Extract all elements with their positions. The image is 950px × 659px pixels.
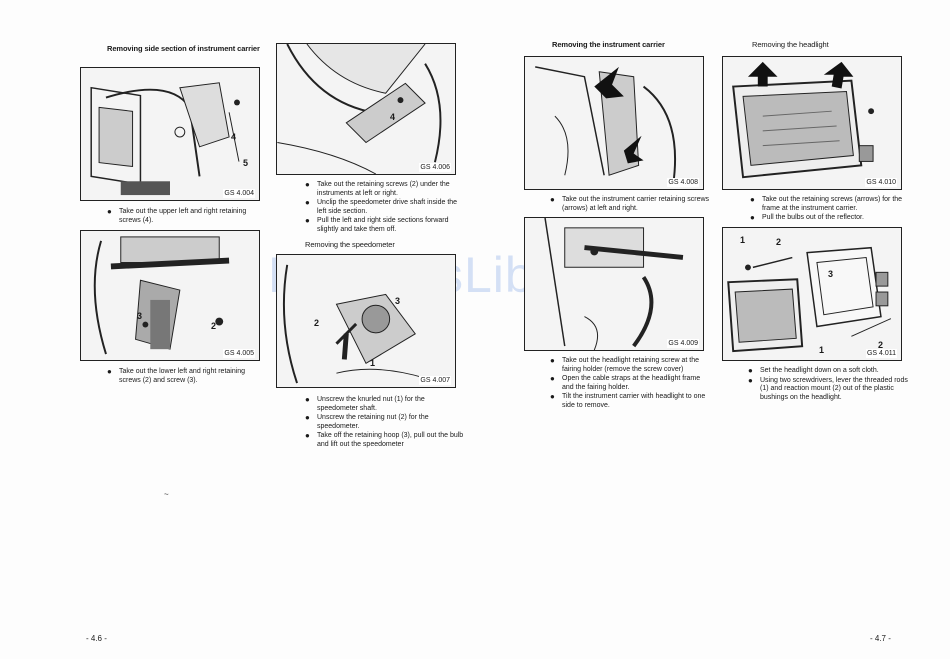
figure-label: GS 4.011 <box>865 349 897 358</box>
callout-2: 2 <box>878 340 884 350</box>
page-number-right: - 4.7 - <box>870 634 891 643</box>
steps-figure-1: ●Take out the upper left and right retai… <box>107 207 265 226</box>
page-number-left: - 4.6 - <box>86 634 107 643</box>
pointer-arrow-icon <box>623 135 644 164</box>
figure-gs-4008: GS 4.008 <box>524 56 704 190</box>
pointer-arrow-icon <box>747 61 778 87</box>
bullet-dot-icon: ● <box>550 195 555 204</box>
figure-gs-4006: 4 GS 4.006 <box>276 43 456 175</box>
figure-gs-4005: 3 2 GS 4.005 <box>80 230 260 361</box>
figure-gs-4005-drawing <box>93 236 230 355</box>
callout-1: 1 <box>819 345 825 355</box>
bullet-dot-icon: ● <box>107 367 112 376</box>
bullet-dot-icon: ● <box>748 375 753 385</box>
steps-figure-3: ●Take out the retaining screws (2) under… <box>305 180 463 235</box>
callout-2: 2 <box>314 318 320 328</box>
figure-label: GS 4.005 <box>223 349 255 358</box>
figure-gs-4008-drawing <box>535 66 677 186</box>
callout-4: 4 <box>231 132 237 142</box>
figure-gs-4010: GS 4.010 <box>722 56 902 190</box>
figure-label: GS 4.009 <box>667 339 699 348</box>
callout-4: 4 <box>390 112 396 122</box>
step-item: ●Unscrew the retaining nut (2) for the s… <box>305 413 429 430</box>
section-heading-instrument-carrier: Removing the instrument carrier <box>552 40 665 49</box>
steps-figure-8: ●Set the headlight down on a soft cloth.… <box>748 366 908 403</box>
section-heading-speedometer: Removing the speedometer <box>305 240 395 249</box>
figure-gs-4004: 4 5 GS 4.004 <box>80 67 260 201</box>
callout-3: 3 <box>137 311 143 321</box>
callout-2: 2 <box>211 321 217 331</box>
step-item: ●Using two screwdrivers, lever the threa… <box>748 375 908 401</box>
callout-3: 3 <box>828 269 834 279</box>
step-item: ●Take out the lower left and right retai… <box>107 367 246 384</box>
step-item: ●Pull the left and right side sections f… <box>305 216 449 233</box>
figure-gs-4011-drawing <box>727 246 892 353</box>
figure-gs-4009: GS 4.009 <box>524 217 704 351</box>
scan-mark: ~ <box>164 490 169 499</box>
step-item: ●Unscrew the knurled nut (1) for the spe… <box>305 395 425 412</box>
step-item: ●Pull the bulbs out of the reflector. <box>750 213 864 222</box>
step-item: ●Take out the upper left and right retai… <box>107 207 247 224</box>
bullet-dot-icon: ● <box>305 198 310 207</box>
bullet-dot-icon: ● <box>550 392 555 401</box>
bullet-dot-icon: ● <box>750 195 755 204</box>
bullet-dot-icon: ● <box>550 374 555 383</box>
bullet-dot-icon: ● <box>305 395 310 404</box>
figure-label: GS 4.007 <box>419 376 451 385</box>
figure-gs-4007-drawing <box>282 264 426 384</box>
callout-2: 2 <box>776 237 782 247</box>
figure-gs-4006-drawing <box>277 44 442 174</box>
bullet-dot-icon: ● <box>107 207 112 216</box>
step-item: ●Set the headlight down on a soft cloth. <box>748 366 879 375</box>
step-item: ●Tilt the instrument carrier with headli… <box>550 392 706 409</box>
steps-figure-6: ●Take out the headlight retaining screw … <box>550 356 710 411</box>
bullet-dot-icon: ● <box>750 213 755 222</box>
steps-figure-4: ●Unscrew the knurled nut (1) for the spe… <box>305 395 465 450</box>
section-heading-side-section: Removing side section of instrument carr… <box>107 44 260 53</box>
step-item: ●Unclip the speedometer drive shaft insi… <box>305 198 458 215</box>
step-item: ●Take out the retaining screws (2) under… <box>305 180 450 197</box>
figure-label: GS 4.010 <box>865 178 897 187</box>
step-item: ●Take out the headlight retaining screw … <box>550 356 699 373</box>
bullet-dot-icon: ● <box>305 413 310 422</box>
bullet-dot-icon: ● <box>305 431 310 440</box>
step-item: ●Take off the retaining hoop (3), pull o… <box>305 431 464 448</box>
bullet-dot-icon: ● <box>550 356 555 365</box>
callout-1: 1 <box>370 358 376 368</box>
step-item: ●Take out the instrument carrier retaini… <box>550 195 710 212</box>
figure-label: GS 4.004 <box>223 189 255 198</box>
figure-gs-4009-drawing <box>544 218 684 350</box>
figure-gs-4011: 1 2 3 2 1 GS 4.011 <box>722 227 902 361</box>
bullet-dot-icon: ● <box>748 366 753 375</box>
figure-label: GS 4.008 <box>667 178 699 187</box>
figure-gs-4004-drawing <box>90 82 240 196</box>
callout-1: 1 <box>740 235 746 245</box>
steps-figure-2: ●Take out the lower left and right retai… <box>107 367 265 386</box>
figure-label: GS 4.006 <box>419 163 451 172</box>
figure-gs-4010-drawing <box>732 61 875 179</box>
step-item: ●Open the cable straps at the headlight … <box>550 374 701 391</box>
step-item: ●Take out the retaining screws (arrows) … <box>750 195 903 212</box>
bullet-dot-icon: ● <box>305 180 310 189</box>
figure-gs-4007: 3 2 1 GS 4.007 <box>276 254 456 388</box>
callout-3: 3 <box>395 296 401 306</box>
pointer-arrow-icon <box>823 61 854 89</box>
callout-5: 5 <box>243 158 249 168</box>
pointer-arrow-icon <box>594 66 624 99</box>
section-heading-headlight: Removing the headlight <box>752 40 829 49</box>
bullet-dot-icon: ● <box>305 216 310 225</box>
steps-figure-5: ●Take out the instrument carrier retaini… <box>550 195 710 214</box>
steps-figure-7: ●Take out the retaining screws (arrows) … <box>750 195 908 224</box>
